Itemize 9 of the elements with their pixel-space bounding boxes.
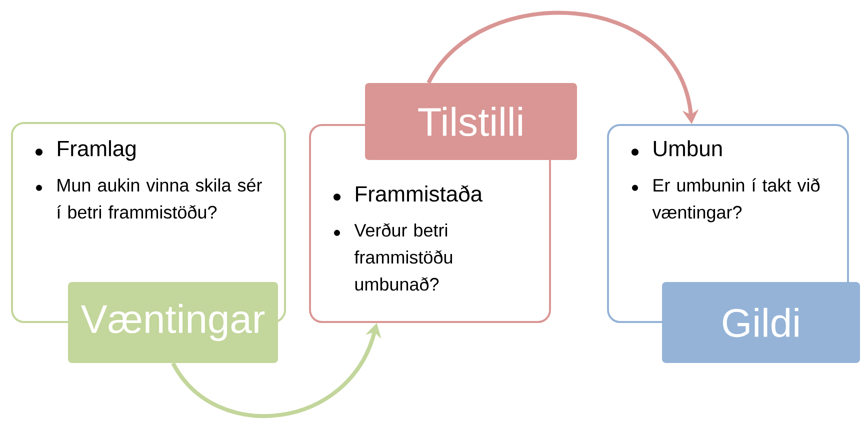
bullet-text: Framlag [58,140,136,161]
title-box: Væntingar [68,282,278,363]
bullet-text: Umbun [654,140,722,156]
bullet-text: Frammistaða [356,185,483,202]
bullet-text: Mun aukin vinna skila sér í betri frammistöðu? [57,178,262,219]
bullet-text: Verður betri frammistöðu umbunað? [354,223,452,291]
bullet-text: Er umbunin í takt við væntingar? [652,178,820,222]
title-box: Tilstilli [365,83,577,160]
title-box: Gildi [662,282,860,363]
